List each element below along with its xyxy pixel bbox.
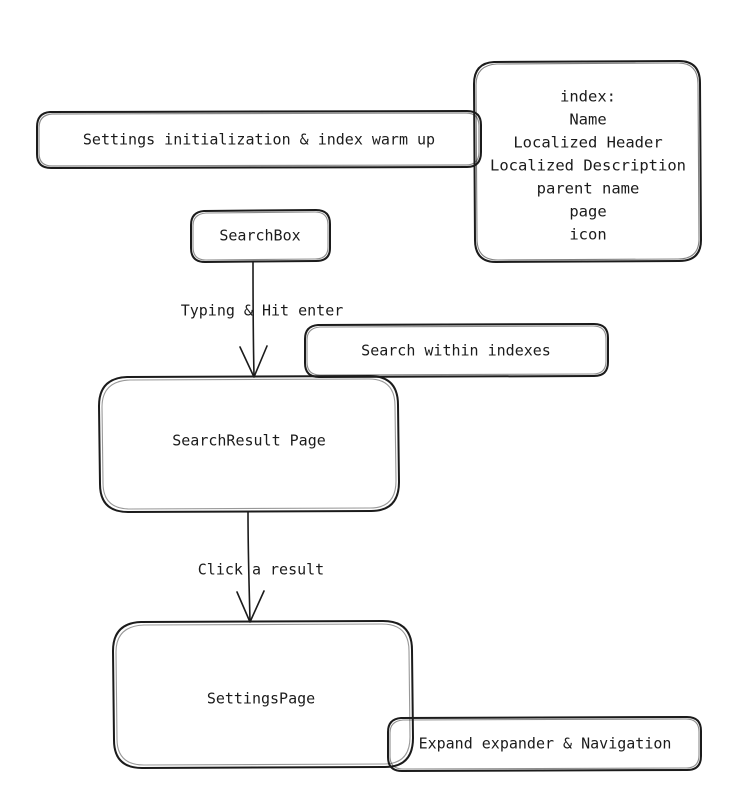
index-schema-note: index: Name Localized Header Localized D… [473,60,702,263]
search-within-indexes-note-label: Search within indexes [361,342,551,360]
index-note-line-1: Name [569,111,606,129]
index-note-line-5: page [569,203,606,221]
search-within-indexes-note: Search within indexes [304,323,609,378]
edge-label-typing-hit-enter: Typing & Hit enter [181,302,344,320]
node-search-result-page[interactable]: SearchResult Page [98,375,400,513]
expand-navigation-note: Expand expander & Navigation [387,716,702,772]
node-search-result-page-label: SearchResult Page [172,432,326,450]
edge-searchresult-to-settingspage [236,511,265,623]
index-note-line-2: Localized Header [513,134,662,152]
index-note-line-3: Localized Description [490,157,686,175]
settings-init-note-label: Settings initialization & index warm up [83,131,435,149]
node-search-box[interactable]: SearchBox [190,209,331,263]
expand-navigation-note-label: Expand expander & Navigation [419,735,672,753]
edge-searchbox-to-searchresult [239,261,268,378]
edge-label-click-a-result: Click a result [198,561,324,579]
node-settings-page-label: SettingsPage [207,690,315,708]
node-search-box-label: SearchBox [219,227,300,245]
index-note-line-4: parent name [537,180,640,198]
node-settings-page[interactable]: SettingsPage [112,620,414,769]
index-note-line-6: icon [569,226,606,244]
index-note-line-0: index: [560,88,616,106]
settings-init-note: Settings initialization & index warm up [36,110,482,169]
